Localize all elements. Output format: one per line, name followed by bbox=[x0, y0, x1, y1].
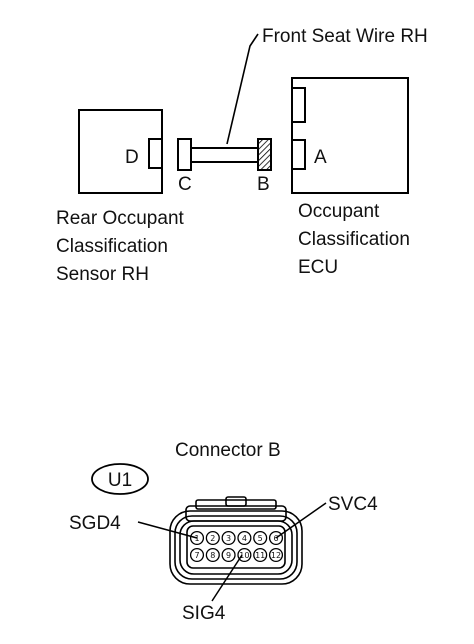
rear-sensor-name-line2: Classification bbox=[56, 236, 168, 257]
pin-number: 9 bbox=[226, 551, 231, 560]
pin-number: 10 bbox=[239, 551, 249, 560]
sgd4-leader bbox=[137, 521, 198, 539]
pin-cavity bbox=[253, 530, 268, 546]
sig4-leader bbox=[211, 554, 243, 602]
rear-sensor-name-line1: Rear Occupant bbox=[56, 208, 185, 229]
rear-sensor-name-line3: Sensor RH bbox=[56, 264, 149, 285]
svc4-leader bbox=[275, 502, 327, 539]
pin-cavity bbox=[268, 547, 284, 563]
connector-code-label: U1 bbox=[108, 470, 132, 491]
connector-a-label: A bbox=[314, 147, 327, 168]
connector-c-label: C bbox=[178, 174, 192, 195]
ecu-connector-upper bbox=[291, 87, 306, 123]
pin-number: 12 bbox=[271, 551, 281, 560]
sig4-callout-label: SIG4 bbox=[182, 603, 226, 624]
pin-cavity bbox=[189, 547, 205, 563]
pin-number: 1 bbox=[194, 534, 199, 543]
svc4-callout-label: SVC4 bbox=[328, 494, 378, 515]
connector-d-label: D bbox=[125, 147, 139, 168]
wire-label-leader bbox=[226, 33, 259, 145]
pin-cavity bbox=[237, 547, 252, 563]
connector-b bbox=[257, 138, 272, 171]
connector-a bbox=[291, 139, 306, 170]
pin-number: 2 bbox=[210, 534, 215, 543]
pin-cavity bbox=[205, 547, 220, 563]
pin-cavity bbox=[205, 530, 220, 546]
pin-number: 11 bbox=[255, 551, 265, 560]
connector-housing bbox=[169, 496, 303, 585]
ecu-box bbox=[291, 77, 409, 194]
pin-number: 6 bbox=[273, 534, 278, 543]
pin-cavity bbox=[221, 547, 236, 563]
connector-b-label: B bbox=[257, 174, 270, 195]
front-seat-wire bbox=[190, 147, 259, 163]
pin-number: 5 bbox=[258, 534, 263, 543]
ecu-name-line2: Classification bbox=[298, 229, 410, 250]
pin-cavity bbox=[221, 530, 236, 546]
pin-number: 7 bbox=[194, 551, 199, 560]
connector-view-title: Connector B bbox=[175, 440, 281, 461]
pin-number: 3 bbox=[226, 534, 231, 543]
connector-code-badge bbox=[91, 463, 149, 495]
connector-c bbox=[177, 138, 192, 171]
ecu-name-line1: Occupant bbox=[298, 201, 380, 222]
front-seat-wire-label: Front Seat Wire RH bbox=[262, 26, 428, 47]
pin-number: 4 bbox=[242, 534, 247, 543]
pin-cavity bbox=[237, 530, 252, 546]
pin-number: 8 bbox=[210, 551, 215, 560]
connector-d bbox=[148, 138, 163, 169]
ecu-name-line3: ECU bbox=[298, 257, 338, 278]
pin-cavity bbox=[253, 547, 268, 563]
sgd4-callout-label: SGD4 bbox=[69, 513, 121, 534]
